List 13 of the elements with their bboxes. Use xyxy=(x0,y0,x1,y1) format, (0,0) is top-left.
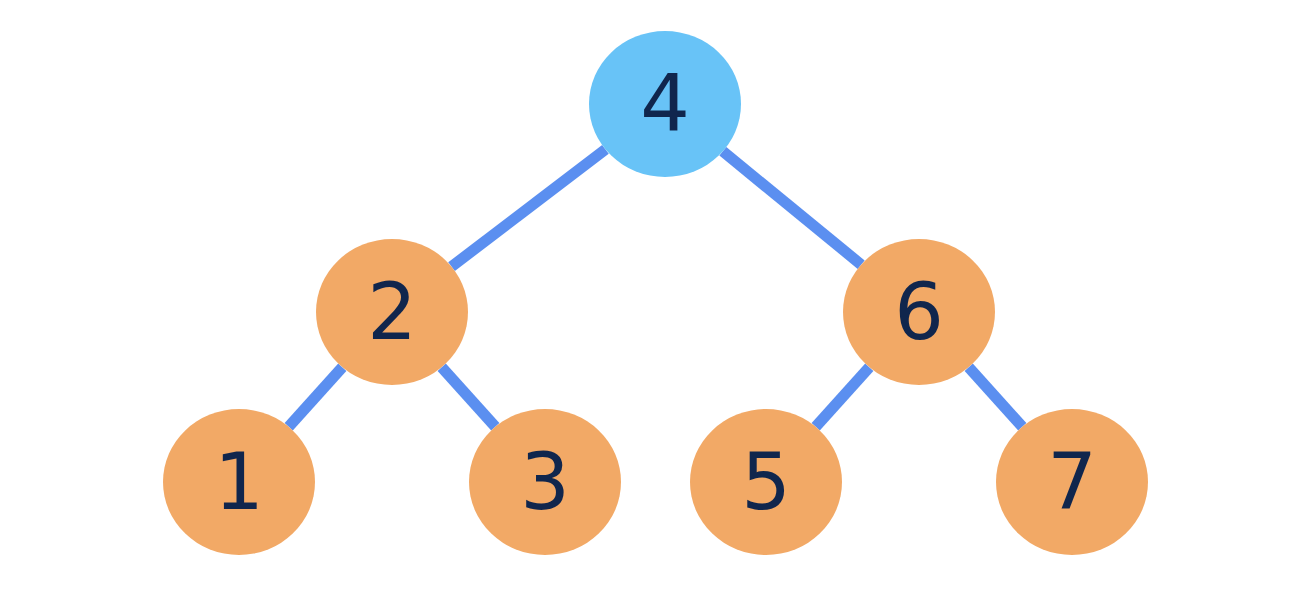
circle-node: 2 xyxy=(316,239,468,385)
circle-node: 3 xyxy=(469,409,621,555)
circle-node: 5 xyxy=(690,409,842,555)
circle-node: 6 xyxy=(843,239,995,385)
connector-line xyxy=(437,363,500,431)
connector-line xyxy=(448,145,609,271)
connector-line xyxy=(284,363,347,431)
connector-line xyxy=(964,363,1027,431)
connector-line xyxy=(719,147,865,269)
circle-node: 4 xyxy=(589,31,741,177)
circle-node: 7 xyxy=(996,409,1148,555)
connector-line xyxy=(811,363,874,431)
circle-node: 1 xyxy=(163,409,315,555)
